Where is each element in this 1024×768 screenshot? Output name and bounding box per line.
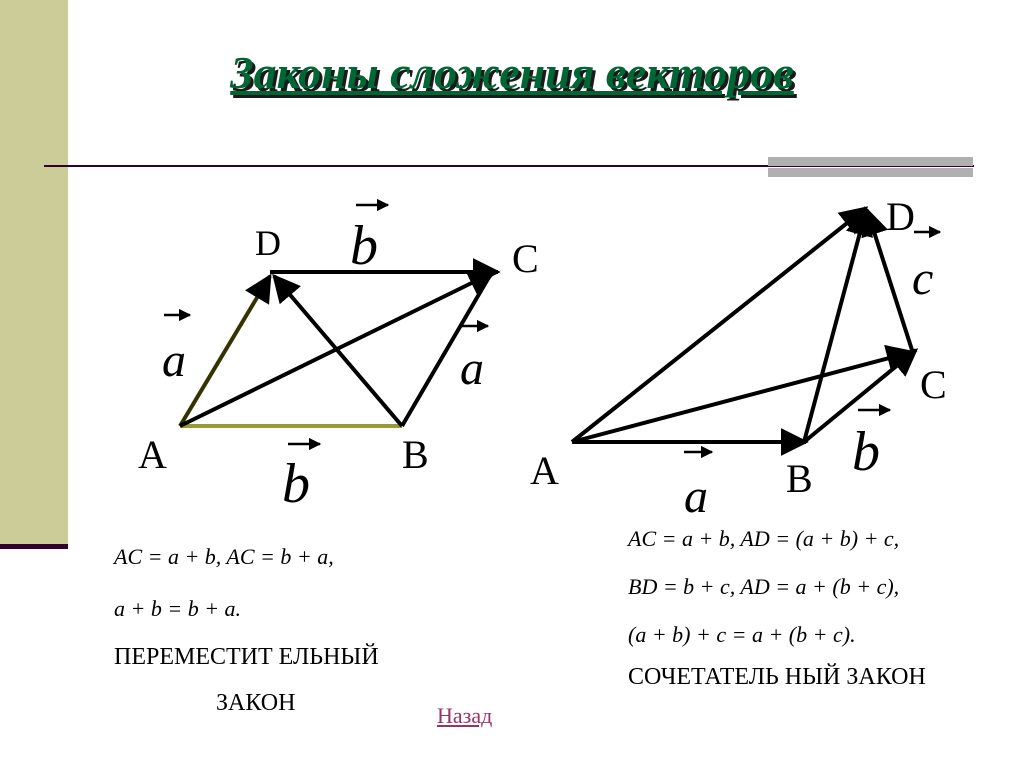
vector-label-a-side: a bbox=[162, 334, 186, 387]
divider-accent-bottom bbox=[768, 168, 973, 177]
divider-accent-top bbox=[768, 157, 973, 166]
left-sidebar-bar bbox=[0, 0, 68, 548]
diagonal-bd bbox=[272, 273, 404, 428]
point-label-b-right: B bbox=[786, 456, 813, 501]
diagonal-bd-right bbox=[802, 207, 874, 443]
commutative-law-caption-line-2: ЗАКОН bbox=[216, 690, 296, 716]
point-label-c-right: C bbox=[920, 362, 947, 407]
vector-label-a-quad: a bbox=[684, 470, 708, 523]
vector-label-c-quad: c bbox=[912, 252, 933, 305]
point-label-c-left: C bbox=[512, 236, 539, 281]
title-divider bbox=[44, 165, 974, 167]
commutative-equation-line-2: a + b = b + a. bbox=[114, 596, 242, 621]
left-sidebar-underline bbox=[0, 544, 68, 549]
point-label-d-right: D bbox=[886, 194, 915, 239]
commutative-law-caption-line-1: ПЕРЕМЕСТИТ ЕЛЬНЫЙ bbox=[114, 644, 379, 670]
point-label-a-left: A bbox=[138, 432, 167, 477]
point-label-a-right: A bbox=[530, 448, 559, 493]
associative-equation-line-2: BD = b + c, AD = a + (b + c), bbox=[628, 574, 900, 599]
associative-law-caption: СОЧЕТАТЕЛЬ НЫЙ ЗАКОН bbox=[628, 664, 926, 690]
point-label-d-left: D bbox=[255, 223, 281, 263]
vector-bc-edge bbox=[400, 270, 494, 428]
diagonal-ac-right bbox=[571, 344, 915, 444]
vector-label-b-bottom: b bbox=[282, 453, 310, 515]
vector-label-b-quad: b bbox=[852, 421, 880, 483]
vector-label-a-right: a bbox=[460, 342, 484, 395]
vector-label-b-top: b bbox=[350, 215, 378, 277]
associative-equation-line-1: AC = a + b, AD = (a + b) + c, bbox=[628, 526, 900, 551]
quadrilateral-figure: A B C D a b c bbox=[530, 194, 947, 523]
diagonal-ad-right bbox=[570, 206, 869, 444]
associative-equation-line-3: (a + b) + c = a + (b + c). bbox=[628, 622, 856, 647]
vector-ad-edge bbox=[178, 273, 272, 428]
parallelogram-figure: A B C D a b a b bbox=[138, 198, 539, 515]
commutative-equation-line-1: AC = a + b, AC = b + a, bbox=[114, 544, 334, 569]
point-label-b-left: B bbox=[402, 432, 429, 477]
back-link[interactable]: Назад bbox=[437, 703, 493, 728]
slide-title: Законы сложения векторов bbox=[230, 47, 794, 98]
vector-cd-right bbox=[861, 207, 914, 351]
